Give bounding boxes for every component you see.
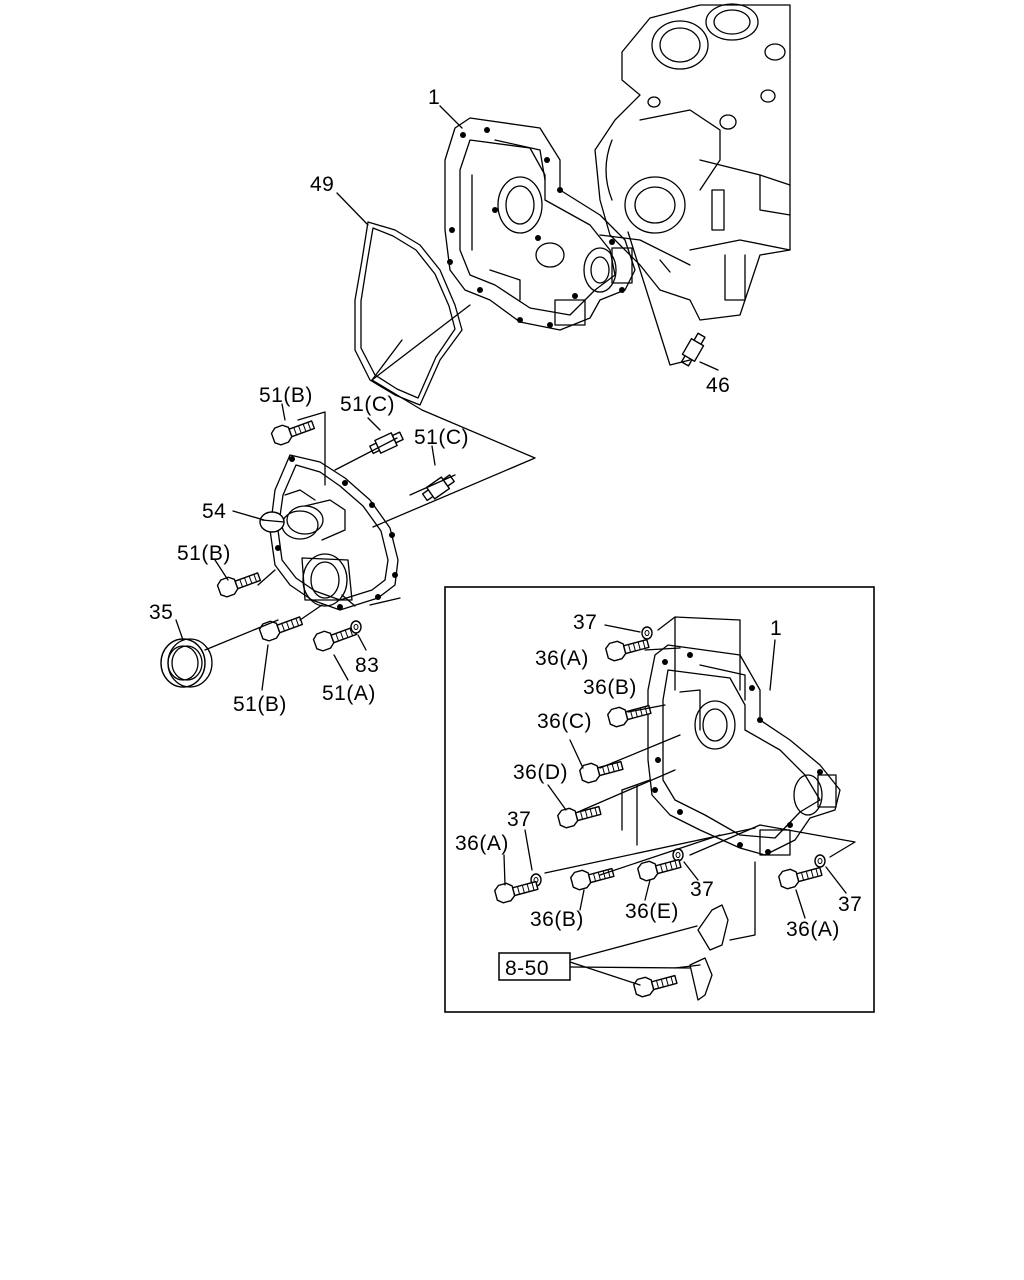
washer-37-right (814, 854, 826, 868)
inset-label-37-top: 37 (573, 611, 597, 634)
reference-box-8-50: 8-50 (505, 957, 549, 980)
inset-detail: 8-50 1 37 36(A) 36(B) 36(C) 36(D) 37 36(… (444, 586, 875, 1013)
inset-leader-lines (503, 616, 856, 986)
washer-83 (350, 620, 362, 634)
inset-label-36b-bottom: 36(B) (530, 908, 584, 931)
inset-label-37-mid: 37 (690, 878, 714, 901)
leader-lines (175, 105, 719, 691)
inset-label-36d: 36(D) (513, 761, 568, 784)
label-83: 83 (355, 654, 379, 677)
bolt-bracket (632, 969, 679, 999)
label-35: 35 (149, 601, 173, 624)
inset-label-36a-top: 36(A) (535, 647, 589, 670)
engine-block (594, 3, 791, 321)
cap-54 (259, 511, 285, 533)
bolt-36a-top (604, 633, 651, 663)
inset-label-37-right: 37 (838, 893, 862, 916)
inset-label-36c: 36(C) (537, 710, 592, 733)
inset-label-36a-left: 36(A) (455, 832, 509, 855)
label-51b-left: 51(B) (177, 542, 231, 565)
inset-label-36a-right: 36(A) (786, 918, 840, 941)
label-51a: 51(A) (322, 682, 376, 705)
bolt-51b-bottom (257, 610, 305, 644)
bolt-36a-right (777, 861, 824, 891)
washer-37-top (641, 626, 653, 640)
label-1: 1 (428, 86, 440, 109)
front-cover (269, 454, 399, 611)
label-49: 49 (310, 173, 334, 196)
label-51b-bottom: 51(B) (233, 693, 287, 716)
label-51c-right: 51(C) (414, 426, 469, 449)
bolt-36c (578, 755, 625, 785)
reference-box-frame (498, 952, 571, 981)
label-51b-top: 51(B) (259, 384, 313, 407)
bolt-51b-top (269, 414, 317, 448)
part-labels: 1 49 46 51(B) 51(C) 51(C) 54 51(B) 35 83… (149, 86, 730, 716)
gasket (354, 221, 463, 406)
label-51c-top: 51(C) (340, 393, 395, 416)
inset-label-36e: 36(E) (625, 900, 679, 923)
bolt-36b-top (606, 699, 653, 729)
inset-label-37-left: 37 (507, 808, 531, 831)
inset-label-1: 1 (770, 617, 782, 640)
label-46: 46 (706, 374, 730, 397)
label-54: 54 (202, 500, 226, 523)
oil-seal-35 (160, 638, 213, 688)
timing-gear-case (444, 117, 636, 331)
inset-label-36b-top: 36(B) (583, 676, 637, 699)
inset-bracket (674, 904, 729, 1001)
inset-frame (444, 586, 875, 1013)
inset-gear-case (647, 616, 841, 856)
bolt-36b-bottom (569, 862, 616, 892)
